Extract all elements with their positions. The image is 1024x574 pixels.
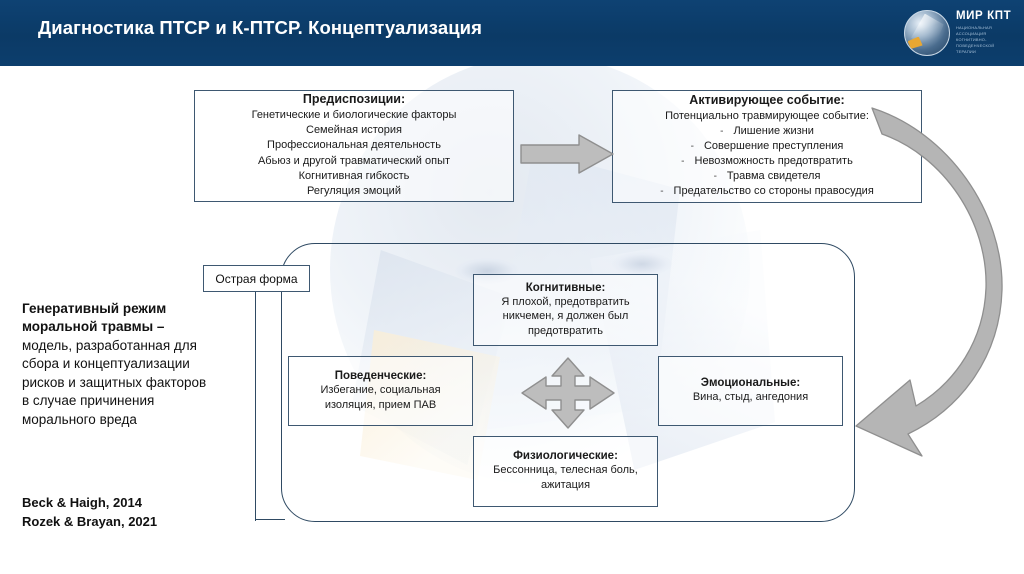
predispositions-box: Предиспозиции: Генетические и биологичес… bbox=[194, 90, 514, 202]
emotional-domain-box: Эмоциональные: Вина, стыд, ангедония bbox=[658, 356, 843, 426]
page-title: Диагностика ПТСР и К-ПТСР. Концептуализа… bbox=[38, 17, 483, 38]
activating-event-item-label: Предательство со стороны правосудия bbox=[673, 185, 874, 198]
organization-logo: МИР КПТ Национальная ассоциация когнитив… bbox=[904, 9, 1012, 57]
acute-form-leader-line bbox=[255, 289, 257, 521]
reference-item: Beck & Haigh, 2014 bbox=[22, 495, 142, 510]
activating-event-item-label: Травма свидетеля bbox=[726, 170, 821, 183]
physiological-domain-title: Физиологические: bbox=[513, 450, 618, 463]
acute-form-leader-line bbox=[255, 519, 285, 521]
physiological-domain-line: ажитация bbox=[540, 479, 591, 491]
arrow-right-icon bbox=[520, 134, 614, 174]
predispositions-item: Профессиональная деятельность bbox=[267, 139, 441, 152]
sidebar-description: Генеративный режим моральной травмы – мо… bbox=[22, 300, 212, 429]
slide-header-bar: Диагностика ПТСР и К-ПТСР. Концептуализа… bbox=[0, 0, 1024, 66]
predispositions-item: Семейная история bbox=[306, 124, 402, 137]
activating-event-title: Активирующее событие: bbox=[689, 92, 845, 107]
behavioral-domain-box: Поведенческие: Избегание, социальная изо… bbox=[288, 356, 473, 426]
logo-text-block: МИР КПТ Национальная ассоциация когнитив… bbox=[956, 9, 1012, 56]
behavioral-domain-title: Поведенческие: bbox=[334, 369, 427, 382]
bullet-dash-icon: - bbox=[713, 171, 717, 183]
predispositions-item: Генетические и биологические факторы bbox=[251, 109, 457, 122]
predispositions-item: Абьюз и другой травматический опыт bbox=[257, 154, 451, 167]
predispositions-item: Когнитивная гибкость bbox=[298, 169, 410, 182]
activating-event-item: - Совершение преступления bbox=[617, 139, 917, 154]
logo-subtitle: Национальная ассоциация когнитивно-повед… bbox=[956, 25, 995, 55]
activating-event-item-label: Лишение жизни bbox=[733, 124, 814, 137]
activating-event-box: Активирующее событие: Потенциально травм… bbox=[612, 90, 922, 203]
emotional-domain-line: Вина, стыд, ангедония bbox=[692, 391, 809, 404]
activating-event-item-label: Совершение преступления bbox=[703, 139, 844, 152]
cognitive-domain-line: никчемен, я должен был bbox=[502, 310, 629, 323]
activating-event-item: - Травма свидетеля bbox=[617, 169, 917, 184]
sidebar-description-body: модель, разработанная для сбора и концеп… bbox=[22, 337, 207, 427]
acute-form-label: Острая форма bbox=[203, 265, 310, 292]
activating-event-item: - Лишение жизни bbox=[617, 124, 917, 139]
activating-event-item: - Предательство со стороны правосудия bbox=[617, 184, 917, 199]
cognitive-domain-box: Когнитивные: Я плохой, предотвратить ник… bbox=[473, 274, 658, 346]
bullet-dash-icon: - bbox=[690, 140, 694, 152]
physiological-domain-line: Бессонница, телесная боль, bbox=[493, 464, 638, 477]
cognitive-domain-line: предотвратить bbox=[527, 324, 604, 337]
physiological-domain-box: Физиологические: Бессонница, телесная бо… bbox=[473, 436, 658, 507]
cognitive-domain-line: Я плохой, предотвратить bbox=[501, 295, 630, 308]
emotional-domain-title: Эмоциональные: bbox=[700, 377, 801, 390]
reference-item: Rozek & Brayan, 2021 bbox=[22, 513, 158, 529]
predispositions-title: Предиспозиции: bbox=[302, 92, 406, 107]
bullet-dash-icon: - bbox=[681, 156, 685, 167]
globe-icon bbox=[904, 10, 950, 56]
activating-event-item-label: Невозможность предотвратить bbox=[694, 155, 853, 167]
cognitive-domain-title: Когнитивные: bbox=[525, 281, 606, 294]
bullet-dash-icon: - bbox=[720, 125, 724, 137]
behavioral-domain-line: Избегание, социальная bbox=[320, 383, 441, 396]
activating-event-subtitle: Потенциально травмирующее событие: bbox=[665, 109, 869, 122]
behavioral-domain-line: изоляция, прием ПАВ bbox=[324, 398, 437, 411]
activating-event-item: - Невозможность предотвратить bbox=[617, 154, 917, 169]
sidebar-description-lead: Генеративный режим моральной травмы – bbox=[22, 301, 167, 335]
bullet-dash-icon: - bbox=[660, 186, 664, 198]
references-block: Beck & Haigh, 2014 Rozek & Brayan, 2021 bbox=[22, 494, 252, 532]
predispositions-item: Регуляция эмоций bbox=[307, 184, 401, 197]
logo-name: МИР КПТ bbox=[956, 9, 1012, 22]
